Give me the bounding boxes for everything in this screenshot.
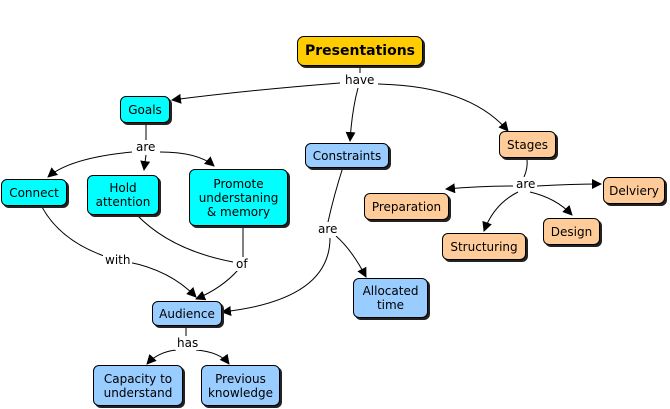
node-goals[interactable]: Goals (120, 96, 170, 123)
edge-of-audience (195, 269, 239, 301)
edge-constraints-are-allocated (335, 235, 367, 278)
node-hold-attention[interactable]: Hold attention (87, 175, 159, 215)
node-design[interactable]: Design (543, 218, 600, 245)
edge-have-goals (171, 82, 341, 104)
link-label-constraints-are: are (316, 222, 340, 236)
edge-goals-are-connect (47, 151, 133, 178)
link-label-have: have (343, 73, 377, 87)
node-presentations[interactable]: Presentations (297, 36, 423, 66)
edge-connect-with (41, 206, 105, 257)
node-audience[interactable]: Audience (152, 301, 222, 326)
node-delivery[interactable]: Delviery (603, 177, 665, 204)
link-label-stages-are: are (514, 177, 538, 191)
edge-have-constraints (345, 87, 359, 142)
link-label-with: with (103, 253, 133, 267)
edge-stages-are-delivery (536, 179, 602, 190)
link-label-of: of (234, 257, 250, 271)
edge-constraints-are (327, 166, 344, 223)
link-label-has: has (175, 336, 201, 350)
edge-constraints-are-audience (221, 237, 331, 316)
edge-stages-are-preparation (445, 183, 514, 194)
node-stages[interactable]: Stages (499, 131, 556, 158)
edge-goals-are-promote (159, 151, 215, 167)
edge-has-capacity (146, 349, 177, 365)
node-previous-knowledge[interactable]: Previous knowledge (201, 365, 280, 406)
edge-has-previous (195, 349, 230, 365)
node-connect[interactable]: Connect (1, 179, 67, 206)
node-capacity[interactable]: Capacity to understand (93, 365, 183, 406)
node-preparation[interactable]: Preparation (364, 193, 449, 220)
edge-stages-are-structuring (482, 191, 519, 232)
node-constraints[interactable]: Constraints (305, 143, 389, 168)
edge-stages-are (523, 158, 528, 178)
edge-with-audience (127, 261, 197, 298)
node-allocated-time[interactable]: Allocated time (353, 278, 428, 318)
node-structuring[interactable]: Structuring (442, 233, 526, 260)
edge-hold-of (135, 213, 234, 263)
node-promote[interactable]: Promote understaning & memory (189, 169, 288, 226)
link-label-goals-are: are (134, 140, 158, 154)
edge-have-stages (377, 83, 509, 132)
edge-stages-are-design (529, 191, 573, 216)
edge-goals-are-hold (140, 154, 151, 171)
